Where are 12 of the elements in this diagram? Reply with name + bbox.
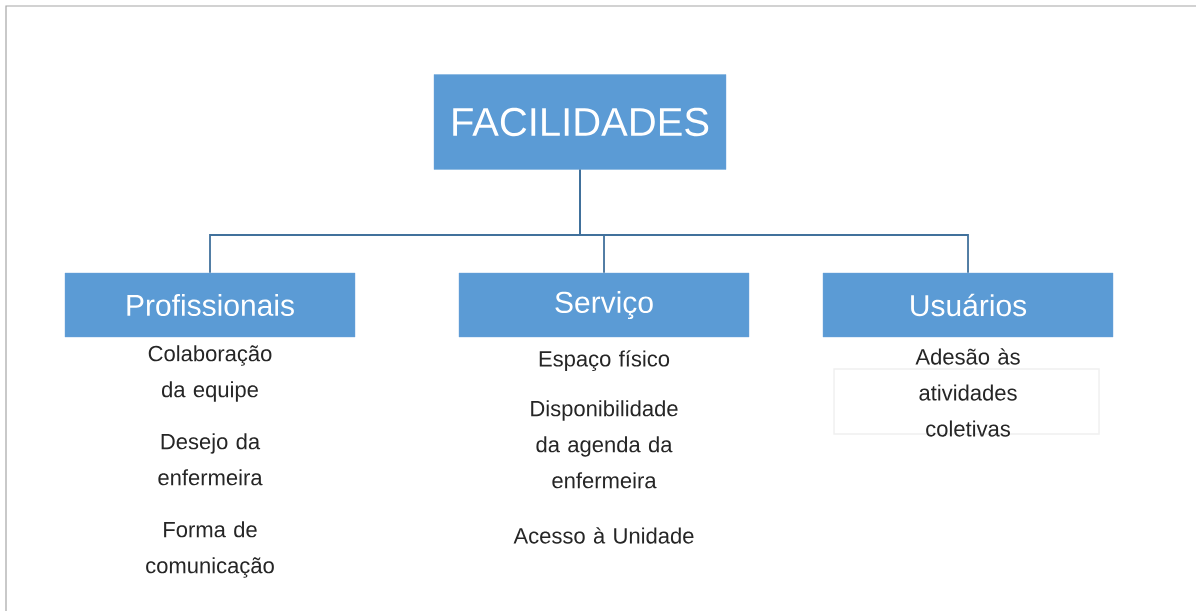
item-text: Desejo da enfermeira — [158, 433, 263, 486]
category-box: Serviço — [458, 272, 750, 338]
category-box: Usuários — [822, 272, 1114, 338]
item-text: Disponibilidade da agenda da enfermeira — [531, 400, 678, 489]
item-text: Forma de comunicação — [146, 521, 274, 578]
title-box: FACILIDADES — [433, 74, 727, 170]
item-text: Espaço físico — [539, 350, 670, 372]
item-text: Colaboração da equipe — [148, 345, 272, 402]
item-text: Acesso à Unidade — [513, 527, 694, 544]
category-box: Profissionais — [64, 272, 356, 338]
item-text: Adesão às atividades coletivas — [915, 348, 1020, 437]
connector-line — [579, 168, 969, 274]
